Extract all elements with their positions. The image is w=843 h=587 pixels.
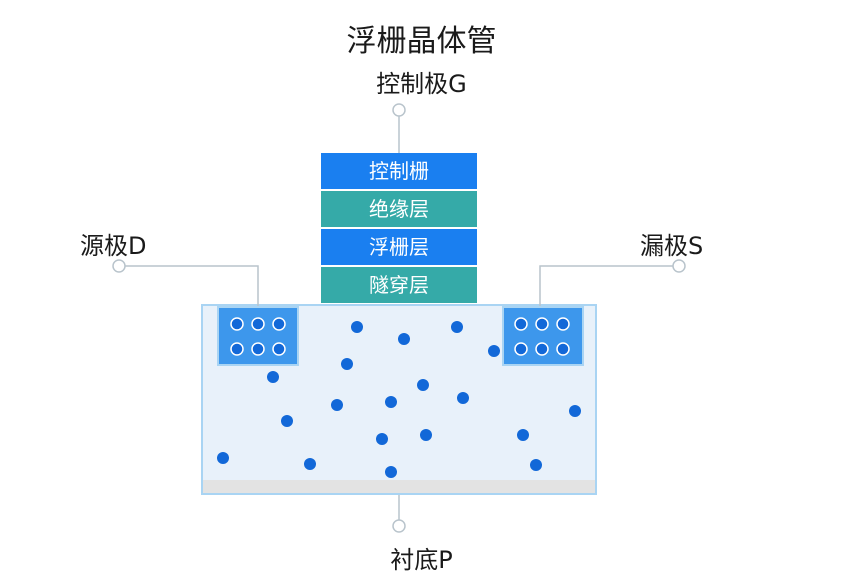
drain-well bbox=[502, 306, 584, 366]
free-electron bbox=[385, 466, 397, 478]
free-electron bbox=[420, 429, 432, 441]
source-well bbox=[217, 306, 299, 366]
insulating-layer: 绝缘层 bbox=[321, 191, 477, 228]
well-electron bbox=[272, 342, 286, 356]
substrate-label: 衬底P bbox=[390, 546, 453, 574]
substrate-base bbox=[203, 480, 595, 493]
substrate-terminal bbox=[392, 519, 406, 533]
free-electron bbox=[385, 396, 397, 408]
source-terminal bbox=[112, 259, 126, 273]
well-electron bbox=[251, 317, 265, 331]
free-electron bbox=[351, 321, 363, 333]
drain-connector bbox=[539, 265, 673, 306]
well-electron bbox=[230, 342, 244, 356]
well-electron bbox=[535, 317, 549, 331]
source-connector bbox=[125, 265, 259, 306]
well-electron bbox=[556, 342, 570, 356]
well-electron bbox=[230, 317, 244, 331]
source-label: 源极D bbox=[80, 232, 147, 260]
free-electron bbox=[530, 459, 542, 471]
diagram-title: 浮栅晶体管 bbox=[346, 24, 497, 59]
free-electron bbox=[217, 452, 229, 464]
tunneling-layer: 隧穿层 bbox=[321, 267, 477, 304]
free-electron bbox=[376, 433, 388, 445]
free-electron bbox=[341, 358, 353, 370]
well-electron bbox=[272, 317, 286, 331]
well-electron bbox=[535, 342, 549, 356]
free-electron bbox=[488, 345, 500, 357]
well-electron bbox=[514, 317, 528, 331]
free-electron bbox=[451, 321, 463, 333]
free-electron bbox=[569, 405, 581, 417]
free-electron bbox=[267, 371, 279, 383]
gate-terminal bbox=[392, 103, 406, 117]
free-electron bbox=[457, 392, 469, 404]
free-electron bbox=[331, 399, 343, 411]
well-electron bbox=[556, 317, 570, 331]
free-electron bbox=[417, 379, 429, 391]
floating-gate-layer: 浮栅层 bbox=[321, 229, 477, 266]
free-electron bbox=[304, 458, 316, 470]
drain-terminal bbox=[672, 259, 686, 273]
free-electron bbox=[398, 333, 410, 345]
free-electron bbox=[517, 429, 529, 441]
free-electron bbox=[281, 415, 293, 427]
well-electron bbox=[514, 342, 528, 356]
control-gate-layer: 控制栅 bbox=[321, 153, 477, 190]
drain-label: 漏极S bbox=[640, 232, 704, 260]
well-electron bbox=[251, 342, 265, 356]
gate-label: 控制极G bbox=[376, 70, 467, 98]
